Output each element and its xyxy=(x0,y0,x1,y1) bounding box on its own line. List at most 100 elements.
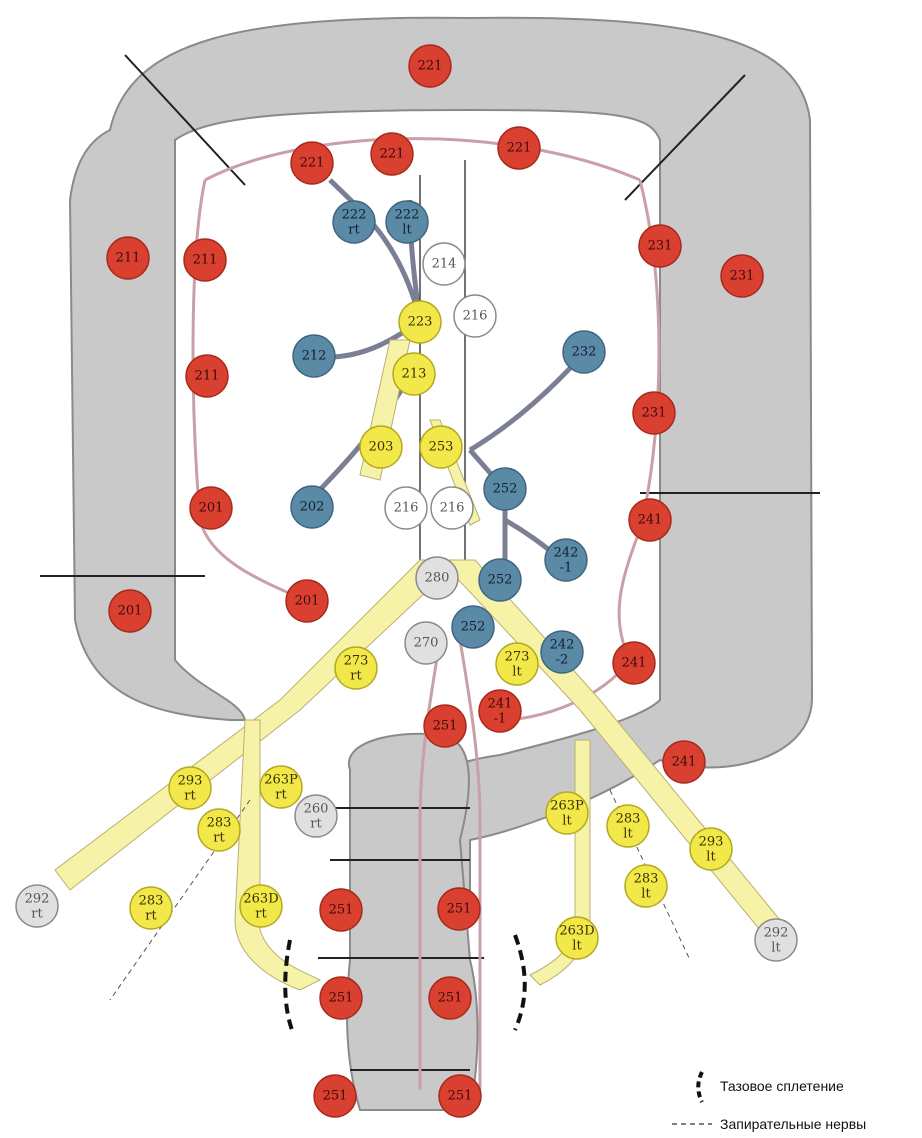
node-label: 201 xyxy=(295,594,320,609)
node-label: lt xyxy=(771,941,781,956)
node-label: 283 xyxy=(207,816,232,831)
lymph-node-231a: 231 xyxy=(639,225,681,267)
lymph-node-251g: 251 xyxy=(439,1075,481,1117)
node-label: 280 xyxy=(425,571,450,586)
lymph-node-252c: 252 xyxy=(452,606,494,648)
node-label: 251 xyxy=(447,902,472,917)
node-label: -2 xyxy=(556,653,569,668)
node-label: 231 xyxy=(730,269,755,284)
lymph-node-214: 214 xyxy=(423,243,465,285)
node-label: 221 xyxy=(300,156,325,171)
lymph-node-242-2: 242-2 xyxy=(541,631,583,673)
node-label: 252 xyxy=(493,482,518,497)
lymph-node-273lt: 273lt xyxy=(496,643,538,685)
lymph-node-202: 202 xyxy=(291,486,333,528)
node-label: 211 xyxy=(116,251,141,266)
lymph-node-280: 280 xyxy=(416,557,458,599)
legend-plexus-mark xyxy=(698,1072,702,1102)
lymph-node-252b: 252 xyxy=(479,559,521,601)
node-label: 216 xyxy=(440,501,465,516)
node-label: rt xyxy=(213,831,225,846)
lymph-node-201a: 201 xyxy=(190,487,232,529)
node-label: 232 xyxy=(572,345,597,360)
lymph-node-241c: 241 xyxy=(663,741,705,783)
lymph-node-221b: 221 xyxy=(291,142,333,184)
node-label: 273 xyxy=(505,650,530,665)
node-label: 263P xyxy=(264,773,298,788)
node-label: 283 xyxy=(634,872,659,887)
node-label: 293 xyxy=(178,774,203,789)
lymph-node-283rt_up: 283rt xyxy=(198,809,240,851)
node-label: 251 xyxy=(448,1089,473,1104)
lymph-node-251a: 251 xyxy=(424,705,466,747)
node-label: lt xyxy=(706,850,716,865)
lymph-node-212: 212 xyxy=(293,335,335,377)
lymph-node-216a: 216 xyxy=(454,295,496,337)
node-label: 251 xyxy=(433,719,458,734)
lymph-node-231c: 231 xyxy=(633,392,675,434)
node-label: 241 xyxy=(488,697,513,712)
node-label: 251 xyxy=(329,991,354,1006)
lymph-node-216b: 216 xyxy=(385,487,427,529)
lymph-node-211b: 211 xyxy=(184,239,226,281)
node-label: 241 xyxy=(638,513,663,528)
node-label: 252 xyxy=(488,573,513,588)
node-label: -1 xyxy=(494,712,507,727)
lymph-node-201b: 201 xyxy=(109,590,151,632)
lymph-node-251b: 251 xyxy=(320,889,362,931)
lymph-node-251e: 251 xyxy=(429,977,471,1019)
legend: Тазовое сплетение Запирательные нервы xyxy=(672,1072,866,1132)
lymph-node-216c: 216 xyxy=(431,487,473,529)
node-label: 251 xyxy=(323,1089,348,1104)
lymph-node-253: 253 xyxy=(420,426,462,468)
lymph-node-263Dlt: 263Dlt xyxy=(556,917,598,959)
node-label: 216 xyxy=(394,501,419,516)
node-label: 231 xyxy=(642,406,667,421)
node-label: 273 xyxy=(344,654,369,669)
node-label: 241 xyxy=(672,755,697,770)
lymph-node-283lt_lo: 283lt xyxy=(625,865,667,907)
node-label: lt xyxy=(623,827,633,842)
legend-plexus-label: Тазовое сплетение xyxy=(720,1078,844,1094)
node-label: 253 xyxy=(429,440,454,455)
node-label: 292 xyxy=(764,926,789,941)
lymph-node-252a: 252 xyxy=(484,468,526,510)
node-label: 202 xyxy=(300,500,325,515)
node-label: 221 xyxy=(507,141,532,156)
node-label: rt xyxy=(184,789,196,804)
node-label: 263P xyxy=(550,799,584,814)
node-label: 293 xyxy=(699,835,724,850)
node-label: 251 xyxy=(329,903,354,918)
legend-obturator-label: Запирательные нервы xyxy=(720,1116,866,1132)
lymph-node-221c: 221 xyxy=(371,133,413,175)
node-label: 223 xyxy=(408,315,433,330)
node-label: 251 xyxy=(438,991,463,1006)
lymph-node-263Plt: 263Plt xyxy=(546,792,588,834)
node-label: 263D xyxy=(559,924,594,939)
node-label: 221 xyxy=(380,147,405,162)
node-label: 292 xyxy=(25,892,50,907)
node-label: rt xyxy=(255,907,267,922)
node-label: 231 xyxy=(648,239,673,254)
lymph-node-270: 270 xyxy=(405,622,447,664)
lymph-node-222lt: 222lt xyxy=(386,201,428,243)
node-label: 252 xyxy=(461,620,486,635)
node-label: 283 xyxy=(139,894,164,909)
lymph-node-251d: 251 xyxy=(320,977,362,1019)
node-label: 263D xyxy=(243,892,278,907)
node-label: 214 xyxy=(432,257,457,272)
node-label: 213 xyxy=(402,367,427,382)
lymph-node-211a: 211 xyxy=(107,237,149,279)
node-label: 212 xyxy=(302,349,327,364)
node-label: 241 xyxy=(622,656,647,671)
lymph-node-221d: 221 xyxy=(498,127,540,169)
node-label: lt xyxy=(641,887,651,902)
lymph-node-283rt_lo: 283rt xyxy=(130,887,172,929)
node-label: 260 xyxy=(304,802,329,817)
